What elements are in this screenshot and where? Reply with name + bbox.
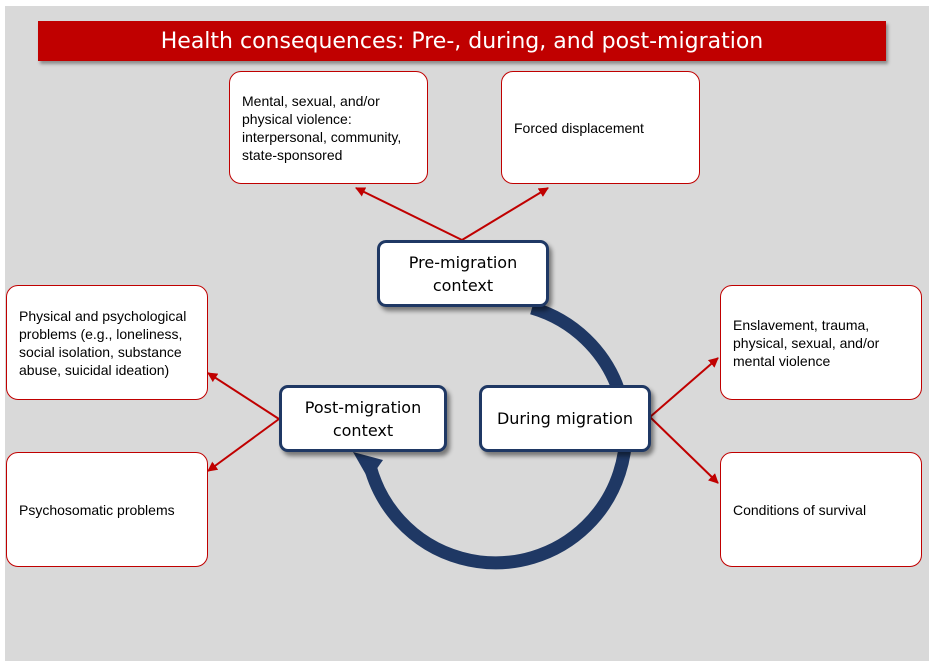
arrow-pre-to-violence xyxy=(355,187,463,241)
arrow-post-to-psychological xyxy=(207,372,280,420)
cycle-arrowhead xyxy=(353,452,383,480)
consequence-box-survival: Conditions of survival xyxy=(720,452,922,567)
during-migration-context-node: During migration xyxy=(479,385,651,452)
migration-cycle-arc xyxy=(363,301,633,570)
diagram-title: Health consequences: Pre-, during, and p… xyxy=(38,21,886,61)
consequence-text: Enslavement, trauma, physical, sexual, a… xyxy=(733,316,880,369)
consequence-box-psychosomatic: Psychosomatic problems xyxy=(6,452,208,567)
consequence-box-psychological: Physical and psychological problems (e.g… xyxy=(6,285,208,400)
consequence-box-violence: Mental, sexual, and/or physical violence… xyxy=(229,71,428,184)
pre-migration-context-node: Pre-migration context xyxy=(377,240,549,307)
arrow-post-to-psychosomatic xyxy=(207,418,280,472)
arrow-during-to-enslavement xyxy=(649,357,719,418)
consequence-text: Forced displacement xyxy=(514,119,644,136)
post-migration-context-node: Post-migration context xyxy=(279,385,447,452)
consequence-box-forced-displacement: Forced displacement xyxy=(501,71,700,184)
consequence-text: Psychosomatic problems xyxy=(19,501,175,518)
arrow-pre-to-displacement xyxy=(461,187,549,241)
consequence-text: Physical and psychological problems (e.g… xyxy=(19,307,187,378)
consequence-box-enslavement: Enslavement, trauma, physical, sexual, a… xyxy=(720,285,922,400)
consequence-text: Mental, sexual, and/or physical violence… xyxy=(242,92,402,163)
arrow-during-to-survival xyxy=(649,416,719,484)
consequence-text: Conditions of survival xyxy=(733,501,867,518)
